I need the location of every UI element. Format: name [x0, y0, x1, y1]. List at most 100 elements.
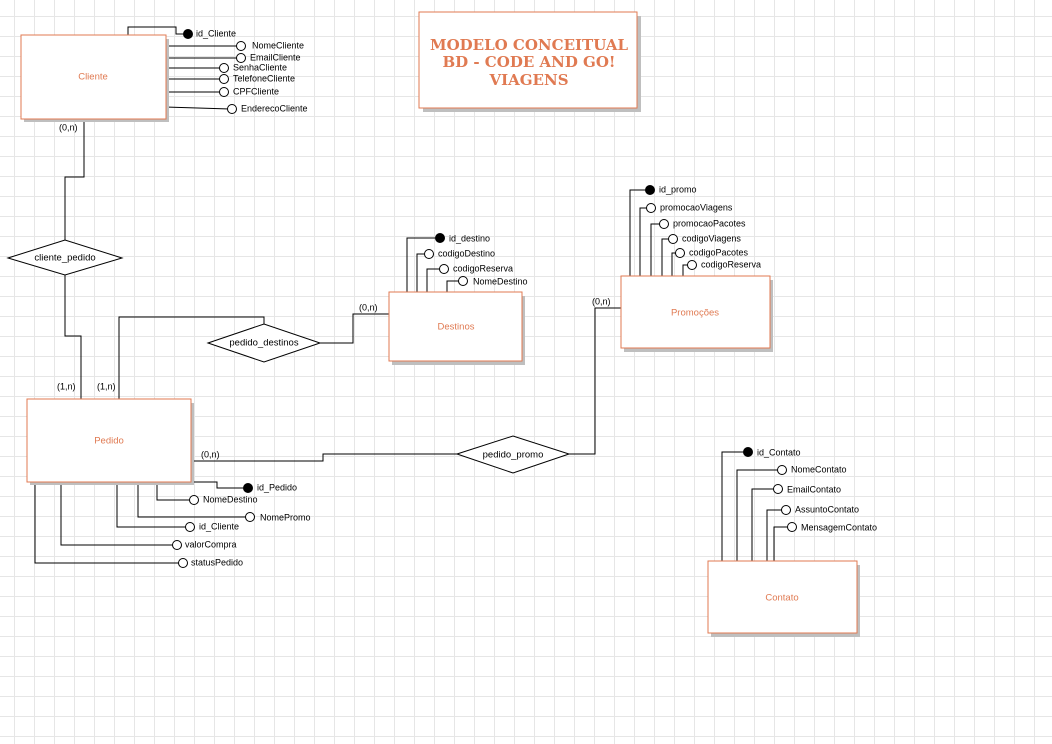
attr-email-contato[interactable]: EmailContato	[773, 484, 842, 494]
attr-id-promo[interactable]: id_promo	[645, 184, 697, 195]
relationship-cliente-pedido[interactable]: cliente_pedido	[6, 239, 124, 276]
attr-label: AssuntoContato	[795, 504, 859, 514]
attribute-icon	[236, 41, 246, 51]
attr-nome-destino-dest[interactable]: NomeDestino	[458, 276, 528, 286]
relationship-pedido-promo[interactable]: pedido_promo	[455, 435, 571, 474]
cardinality-pedido-destinos: (1,n)	[97, 381, 116, 391]
attribute-icon	[219, 87, 229, 97]
entity-destinos[interactable]: Destinos	[388, 291, 525, 365]
relationship-pedido-destinos[interactable]: pedido_destinos	[206, 323, 322, 363]
attribute-icon	[245, 512, 255, 522]
link-pedido-promo-to-promocoes	[569, 307, 621, 455]
attr-nome-contato[interactable]: NomeContato	[777, 464, 847, 475]
attr-label: id_Cliente	[196, 28, 236, 38]
attr-telefone-cliente[interactable]: TelefoneCliente	[219, 73, 296, 84]
attr-label: promocaoPacotes	[673, 218, 746, 228]
attr-id-pedido[interactable]: id_Pedido	[243, 482, 298, 493]
key-attribute-icon	[435, 233, 445, 243]
attribute-icon	[424, 249, 434, 259]
link-cliente-to-cliente-pedido	[64, 119, 85, 240]
attr-label: id_Cliente	[199, 521, 239, 531]
attribute-icon	[675, 248, 685, 258]
attr-label: valorCompra	[185, 539, 237, 549]
attribute-icon	[787, 522, 797, 532]
cardinalities: (0,n) (1,n) (1,n) (0,n) (0,n) (0,n)	[57, 122, 611, 459]
key-attribute-icon	[183, 29, 193, 39]
relationship-label: pedido_destinos	[229, 338, 298, 349]
relationship-label: cliente_pedido	[34, 253, 95, 264]
diagram-title[interactable]: MODELO CONCEITUAL BD - CODE AND GO! VIAG…	[418, 11, 641, 112]
link-pedido-to-pedido-destinos	[118, 316, 265, 399]
relationship-label: pedido_promo	[483, 450, 544, 461]
attr-promocao-pacotes[interactable]: promocaoPacotes	[659, 218, 747, 229]
attr-label: codigoViagens	[682, 233, 741, 243]
attr-codigo-reserva[interactable]: codigoReserva	[439, 263, 514, 274]
title-line-1: MODELO CONCEITUAL	[430, 36, 628, 54]
attr-promocao-viagens[interactable]: promocaoViagens	[646, 202, 733, 213]
link-pedido-destinos-to-destinos	[320, 313, 389, 344]
attr-codigo-viagens[interactable]: codigoViagens	[668, 233, 742, 244]
attr-label: NomeContato	[791, 464, 847, 474]
attr-valor-compra[interactable]: valorCompra	[172, 539, 237, 550]
attr-label: codigoPacotes	[689, 247, 749, 257]
attr-label: EmailCliente	[250, 52, 301, 62]
cliente-attributes: id_Cliente NomeCliente EmailCliente Senh…	[127, 26, 308, 114]
attr-label: promocaoViagens	[660, 202, 733, 212]
attr-mensagem-contato[interactable]: MensagemContato	[787, 522, 878, 532]
attr-label: id_Pedido	[257, 482, 297, 492]
attr-label: TelefoneCliente	[233, 73, 295, 83]
entity-label: Cliente	[78, 72, 108, 83]
attr-status-pedido[interactable]: statusPedido	[178, 557, 244, 568]
attribute-icon	[773, 484, 783, 494]
key-attribute-icon	[243, 483, 253, 493]
entity-label: Contato	[765, 593, 798, 604]
attr-nome-cliente[interactable]: NomeCliente	[236, 40, 305, 51]
title-line-3: VIAGENS	[488, 71, 568, 89]
attr-id-contato[interactable]: id_Contato	[743, 447, 801, 457]
link-pedido-to-pedido-promo	[191, 453, 457, 462]
attr-label: codigoReserva	[453, 263, 513, 273]
attr-label: CPFCliente	[233, 86, 279, 96]
attr-codigo-pacotes[interactable]: codigoPacotes	[675, 247, 749, 258]
attribute-icon	[189, 495, 199, 505]
attr-label: NomeDestino	[473, 276, 528, 286]
attr-label: SenhaCliente	[233, 62, 287, 72]
attr-label: NomeDestino	[203, 494, 258, 504]
attr-label: EmailContato	[787, 484, 841, 494]
entity-promocoes[interactable]: Promoções	[620, 275, 773, 352]
attribute-icon	[178, 558, 188, 568]
attr-codigo-reserva-promo[interactable]: codigoReserva	[687, 259, 762, 270]
entity-pedido[interactable]: Pedido	[26, 398, 194, 485]
attr-id-cliente[interactable]: id_Cliente	[183, 28, 237, 39]
attribute-icon	[687, 260, 697, 270]
attribute-icon	[227, 104, 237, 114]
attr-label: statusPedido	[191, 557, 243, 567]
attr-assunto-contato[interactable]: AssuntoContato	[781, 504, 860, 515]
attr-cpf-cliente[interactable]: CPFCliente	[219, 86, 280, 97]
cardinality-promocoes: (0,n)	[592, 296, 611, 306]
attr-email-cliente[interactable]: EmailCliente	[236, 52, 301, 63]
attr-label: MensagemContato	[801, 522, 877, 532]
attribute-icon	[777, 465, 787, 475]
attr-label: codigoDestino	[438, 248, 495, 258]
attribute-icon	[219, 74, 229, 84]
attr-endereco-cliente[interactable]: EnderecoCliente	[227, 103, 308, 114]
attr-id-destino[interactable]: id_destino	[435, 233, 491, 243]
attribute-icon	[646, 203, 656, 213]
attr-codigo-destino[interactable]: codigoDestino	[424, 248, 496, 259]
key-attribute-icon	[645, 185, 655, 195]
cardinality-cliente: (0,n)	[59, 122, 78, 132]
attr-nome-promo[interactable]: NomePromo	[245, 512, 311, 522]
attribute-icon	[458, 276, 468, 286]
attr-label: NomeCliente	[252, 40, 304, 50]
attr-senha-cliente[interactable]: SenhaCliente	[219, 62, 288, 73]
attr-id-cliente-fk[interactable]: id_Cliente	[185, 521, 240, 532]
connectors	[64, 119, 621, 462]
attr-nome-destino[interactable]: NomeDestino	[189, 494, 258, 505]
attribute-icon	[659, 219, 669, 229]
entity-label: Pedido	[94, 436, 124, 447]
cardinality-pedido-promo: (0,n)	[201, 449, 220, 459]
entity-cliente[interactable]: Cliente	[20, 34, 169, 122]
entity-contato[interactable]: Contato	[707, 560, 860, 637]
